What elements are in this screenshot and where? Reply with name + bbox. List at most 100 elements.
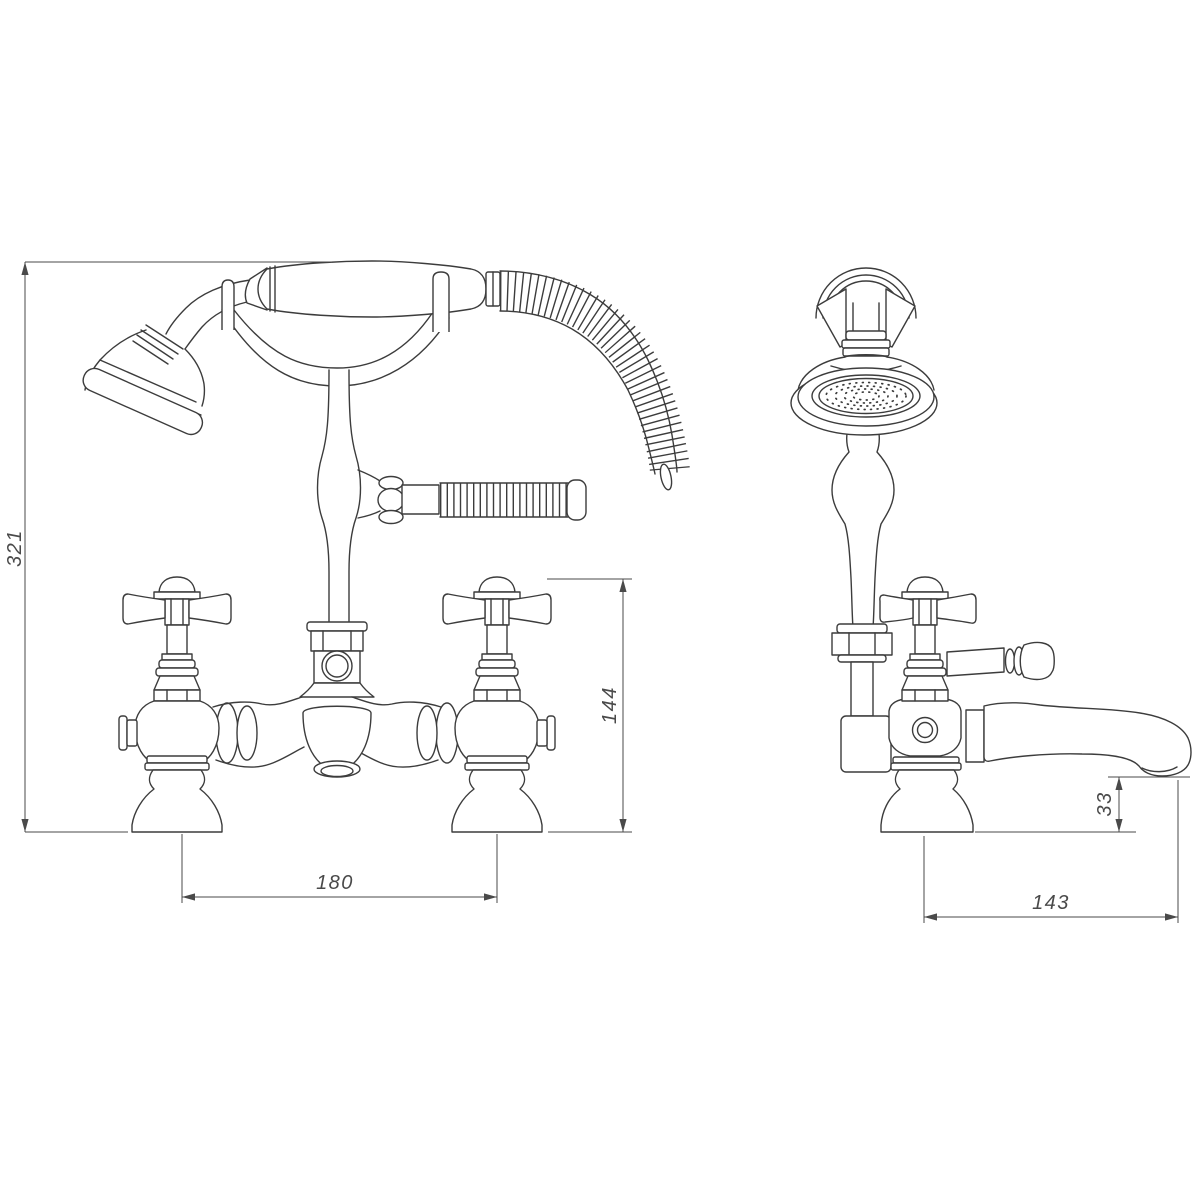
neck-rib [140,329,179,355]
bonnet-hex [901,689,949,702]
yoke-arm [233,309,434,369]
spout-front [302,705,372,768]
base-bell [131,769,223,833]
head-bell [797,356,846,391]
bath-spout [983,702,1192,777]
union-hex-nut [831,632,893,656]
body-screw [911,716,939,744]
valve-stem [914,624,936,655]
face-ring [818,377,914,415]
dimension-value: 33 [1094,791,1116,816]
gland-ring [158,659,196,669]
base-side [880,756,974,833]
base-ring [890,762,962,771]
gland-ring [906,659,944,669]
handle-cap [906,576,944,593]
hose-union [377,487,405,513]
handle-wing [122,593,166,625]
riser-collar [306,621,368,632]
handle-wing [879,594,914,623]
dimension-value: 144 [599,686,621,724]
body-screw-inner [916,721,934,739]
lever-knob [1019,641,1055,681]
shower-hose [499,270,690,491]
cradle-stand [221,309,450,629]
hose-edge [499,310,656,475]
body-edge [212,696,303,708]
spray-holes [834,385,898,407]
side-cap-flange [118,715,128,751]
side-cap [126,719,138,747]
head-bell [886,356,935,391]
neck-rib [136,334,174,360]
diverter-lever-shaft [946,647,1005,677]
lever-ring [1004,648,1016,674]
riser-pipe-edge [348,369,362,629]
diverter-column [299,621,375,698]
base-ring [146,755,208,764]
union-skirt [837,654,887,663]
base-ring [892,756,960,764]
stem-flange [161,653,193,661]
spray-holes [843,388,889,404]
body-bead [416,705,438,761]
neck-rib [132,340,169,365]
handle-cap-flange [153,591,201,600]
spout-side [965,702,1192,777]
dimension-valve-height: 144 [547,578,632,833]
dimension-spout-reach: 143 [923,780,1179,923]
head-bell [184,348,206,407]
cradle-hook [221,279,235,330]
spout-lip [313,760,361,778]
wall-bracket-side [815,267,917,348]
hose-stub-cap [566,479,587,521]
neck-collar [845,330,887,341]
base-bell [880,769,974,833]
handle-hub [164,598,190,626]
neck-rib [842,347,890,357]
handset-side [790,302,938,629]
hose-union-side [831,623,893,773]
diverter-port-inner [325,654,349,678]
handle-cap [158,576,196,593]
bracket-wing [816,288,847,348]
valve-front [118,576,232,833]
hose-fill [499,271,690,475]
handle-wing [936,593,977,624]
body-bead [236,705,258,761]
stem-flange [909,653,941,661]
cradle-prongs [221,271,450,332]
head-rim [82,367,204,436]
body-edge [351,696,442,708]
hose-end [659,463,673,491]
hose-union [378,509,404,525]
riser-pipe-edge [316,369,330,629]
mixer-body-front [212,696,459,778]
outlet-neck [357,510,381,519]
body-edge [215,746,305,768]
hook-arc [815,267,917,319]
cradle-hook [432,271,450,332]
dimension-overall-height: 321 [4,261,332,833]
handset-neck [165,279,251,335]
bonnet-cone [901,675,949,691]
bonnet-cone [153,675,201,691]
valve-stem [166,624,188,655]
dimension-spout-clearance: 33 [975,776,1190,833]
dimension-inlet-centres: 180 [181,834,498,903]
dimensions: 321 144 180 33 143 [4,261,1190,923]
dimension-value: 321 [4,529,26,567]
handle-wing [188,593,232,625]
neck-rib [841,339,891,349]
handset-neck [184,301,248,350]
gland-ring [903,667,947,677]
head-contour [99,359,197,403]
bracket-wing [885,288,916,348]
spray-holes [852,391,880,401]
gland-ring [155,667,199,677]
union-flange [836,623,888,634]
neck-rib [145,324,184,350]
face-ring [811,374,921,418]
spout-lip [1141,766,1178,773]
